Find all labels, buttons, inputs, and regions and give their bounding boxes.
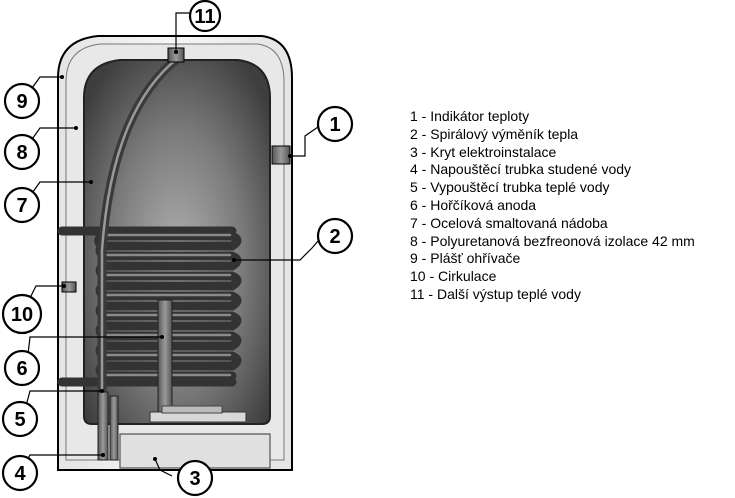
temperature-indicator: [271, 145, 291, 165]
legend-item: 10 - Cirkulace: [410, 268, 497, 285]
legend-item: 7 - Ocelová smaltovaná nádoba: [410, 214, 608, 231]
legend-text: Spirálový výměník tepla: [430, 125, 579, 142]
callout-4-label: 4: [14, 463, 26, 485]
legend-text: Napouštěcí trubka studené vody: [430, 161, 632, 178]
callout-5: 5: [1, 400, 39, 438]
callout-6-label: 6: [16, 358, 27, 380]
legend-number: 10: [410, 268, 426, 285]
legend-item: 4 - Napouštěcí trubka studené vody: [410, 161, 632, 178]
callout-3-label: 3: [189, 468, 200, 490]
legend-item: 6 - Hořčíková anoda: [410, 196, 537, 213]
legend-number: 9: [410, 250, 418, 267]
legend-number: 4: [410, 161, 418, 178]
circulation-fitting: [61, 281, 77, 293]
legend-item: 9 - Plášť ohřívače: [410, 250, 521, 267]
legend-text: Další výstup teplé vody: [437, 285, 581, 302]
callout-8: 8: [3, 133, 41, 171]
legend-number: 1: [410, 108, 418, 124]
leader-lines: [25, 12, 319, 477]
callout-7: 7: [3, 186, 41, 224]
legend-number: 6: [410, 196, 418, 213]
legend-number: 3: [410, 143, 418, 160]
callout-10: 10: [1, 293, 43, 335]
legend-item: 3 - Kryt elektroinstalace: [410, 143, 557, 160]
legend-item: 2 - Spirálový výměník tepla: [410, 125, 579, 142]
magnesium-anode: [157, 299, 173, 419]
callout-4: 4: [1, 454, 39, 492]
legend-text: Kryt elektroinstalace: [430, 143, 557, 160]
legend-text: Indikátor teploty: [430, 108, 530, 124]
callout-3: 3: [176, 459, 214, 497]
legend-item: 5 - Vypouštěcí trubka teplé vody: [410, 179, 610, 196]
callout-6: 6: [3, 349, 41, 387]
legend-number: 7: [410, 214, 418, 231]
legend-text: Hořčíková anoda: [430, 196, 537, 213]
legend-text: Ocelová smaltovaná nádoba: [430, 214, 608, 231]
electrical-cover: [119, 433, 271, 469]
legend-text: Vypouštěcí trubka teplé vody: [430, 179, 610, 196]
cold-water-inlet-pipe: [97, 391, 109, 461]
legend-item: 8 - Polyuretanová bezfreonová izolace 42…: [410, 232, 695, 249]
callout-2: 2: [316, 217, 354, 255]
legend-text: Cirkulace: [438, 268, 497, 285]
callout-11-label: 11: [194, 6, 215, 28]
hot-water-outlet-pipe: [109, 395, 119, 461]
callout-11: 11: [188, 0, 222, 33]
legend-number: 5: [410, 179, 418, 196]
callout-9: 9: [3, 82, 41, 120]
callout-7-label: 7: [16, 195, 27, 217]
legend-text: Plášť ohřívače: [430, 250, 521, 267]
callout-8-label: 8: [16, 142, 27, 164]
callout-5-label: 5: [14, 409, 25, 431]
legend-text: Polyuretanová bezfreonová izolace 42 mm: [430, 232, 695, 249]
legend-item: 1 - Indikátor teploty: [410, 108, 530, 124]
callout-9-label: 9: [16, 91, 27, 113]
callout-1: 1: [316, 105, 354, 143]
callout-10-label: 10: [11, 304, 33, 326]
legend-number: 2: [410, 125, 418, 142]
legend-number: 8: [410, 232, 418, 249]
legend-item: 11 - Další výstup teplé vody: [410, 285, 581, 302]
legend-number: 11: [410, 285, 425, 302]
parts-legend: 1 - Indikátor teploty 2 - Spirálový výmě…: [410, 108, 735, 304]
callout-1-label: 1: [329, 114, 340, 136]
callout-2-label: 2: [329, 226, 340, 248]
